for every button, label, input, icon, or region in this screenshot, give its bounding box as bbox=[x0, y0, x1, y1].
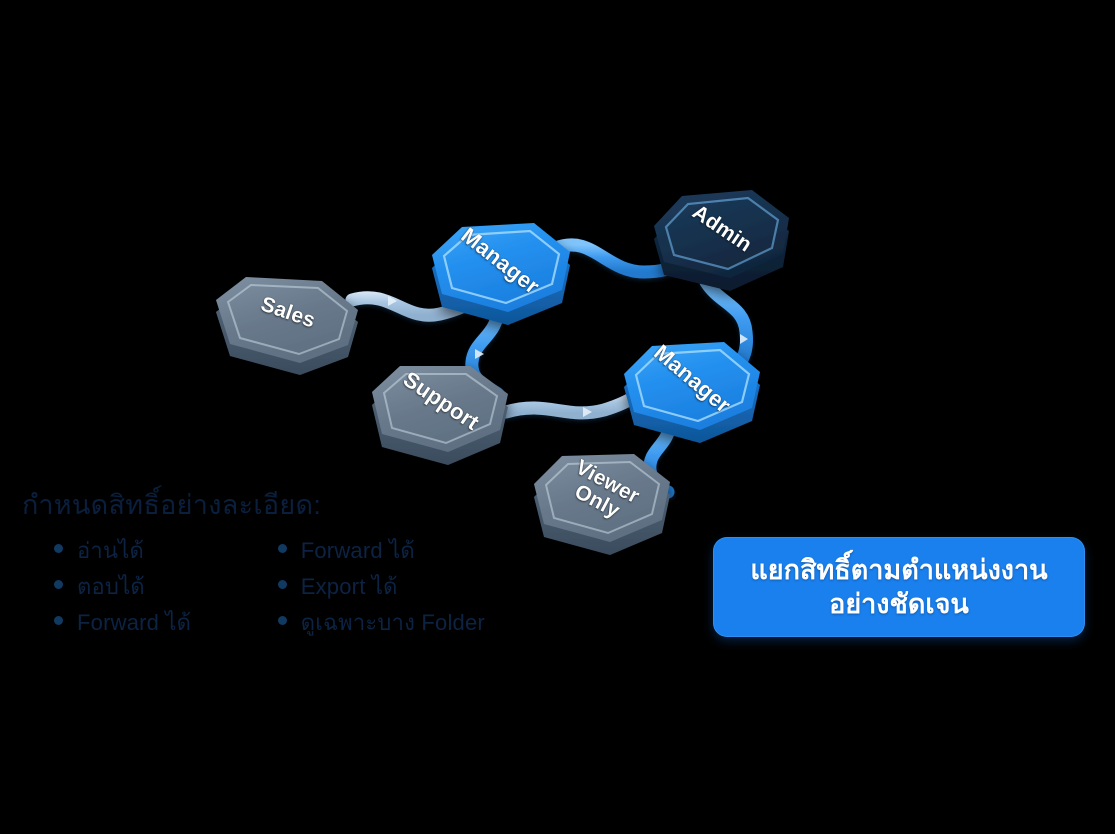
node-manager-top-inner-rim bbox=[442, 229, 561, 305]
node-admin[interactable] bbox=[654, 190, 789, 291]
permission-item: ดูเฉพาะบาง Folder bbox=[277, 608, 562, 638]
permission-item: Export ได้ bbox=[277, 572, 562, 602]
node-admin-inner-rim bbox=[664, 196, 780, 271]
arrow-icon bbox=[740, 334, 748, 344]
node-support[interactable] bbox=[372, 366, 508, 465]
permissions-block: กำหนดสิทธิ์อย่างละเอียด: อ่านได้ ตอบได้ … bbox=[22, 488, 562, 638]
permission-label: Forward ได้ bbox=[77, 610, 192, 635]
node-sales-inner-rim bbox=[226, 283, 349, 356]
permissions-column-right: Forward ได้ Export ได้ ดูเฉพาะบาง Folder bbox=[277, 536, 562, 638]
bullet-icon bbox=[54, 616, 63, 625]
permission-item: อ่านได้ bbox=[54, 536, 258, 566]
connector-admin-manager2 bbox=[699, 275, 753, 371]
node-viewer-only[interactable] bbox=[534, 454, 670, 555]
node-manager-right-inner-rim bbox=[634, 348, 751, 423]
node-manager-top[interactable] bbox=[432, 223, 570, 325]
arrow-icon bbox=[583, 407, 592, 417]
permission-label: ดูเฉพาะบาง Folder bbox=[300, 610, 485, 635]
callout-text: แยกสิทธิ์ตามตำแหน่งงาน อย่างชัดเจน bbox=[750, 555, 1048, 619]
permissions-columns: อ่านได้ ตอบได้ Forward ได้ Forward ได้ bbox=[22, 536, 562, 638]
permission-item: Forward ได้ bbox=[277, 536, 562, 566]
permission-label: อ่านได้ bbox=[77, 538, 144, 563]
connector-support-manager2 bbox=[499, 387, 647, 420]
permissions-heading: กำหนดสิทธิ์อย่างละเอียด: bbox=[22, 490, 322, 520]
permission-item: ตอบได้ bbox=[54, 572, 258, 602]
callout-banner: แยกสิทธิ์ตามตำแหน่งงาน อย่างชัดเจน bbox=[713, 537, 1085, 637]
bullet-icon bbox=[277, 580, 287, 589]
arrow-icon bbox=[475, 349, 484, 359]
bullet-icon bbox=[54, 580, 63, 589]
permission-item: Forward ได้ bbox=[54, 608, 258, 638]
node-viewer-only-inner-rim bbox=[544, 460, 661, 535]
arrow-icon bbox=[388, 296, 397, 306]
bullet-icon bbox=[277, 544, 287, 553]
permission-label: Export ได้ bbox=[300, 574, 398, 599]
permission-label: ตอบได้ bbox=[77, 574, 145, 599]
permissions-column-left: อ่านได้ ตอบได้ Forward ได้ bbox=[22, 536, 258, 638]
bullet-icon bbox=[277, 616, 287, 625]
connector-arrow-group bbox=[388, 296, 748, 417]
bullet-icon bbox=[54, 544, 63, 553]
node-manager-right[interactable] bbox=[624, 342, 760, 443]
node-support-inner-rim bbox=[382, 373, 499, 445]
permission-label: Forward ได้ bbox=[300, 538, 415, 563]
node-sales[interactable] bbox=[216, 277, 358, 375]
